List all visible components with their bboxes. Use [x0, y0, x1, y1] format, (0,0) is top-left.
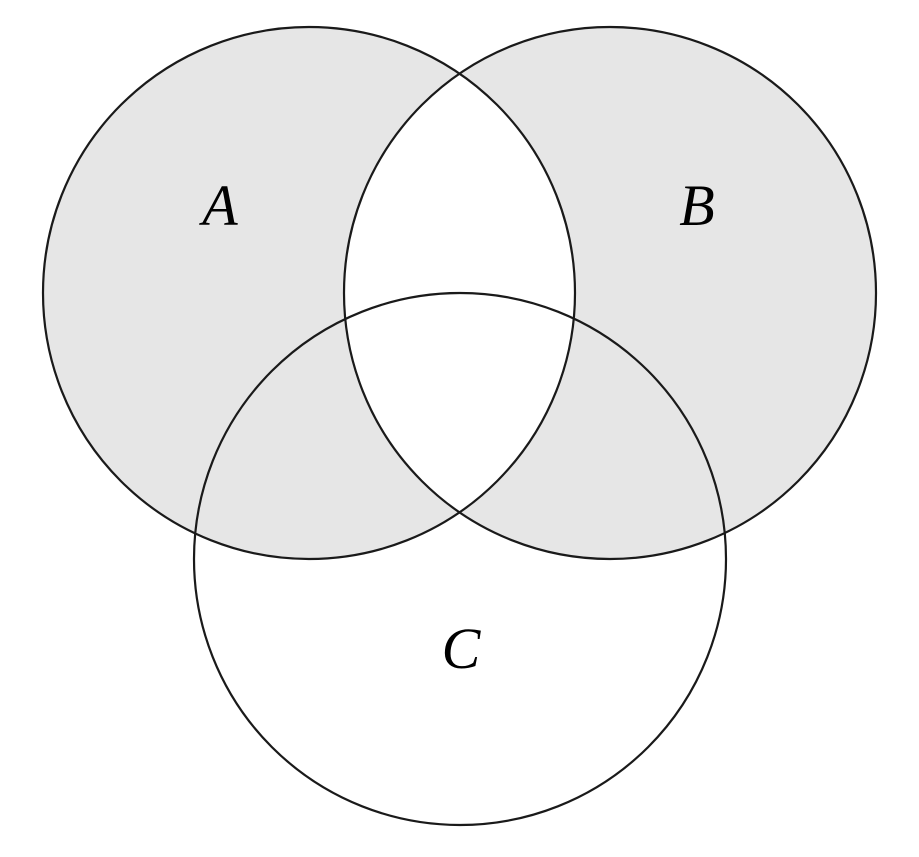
region-b-minus-a: [344, 27, 876, 559]
set-label-b: B: [679, 173, 714, 238]
set-label-a: A: [198, 173, 238, 238]
shaded-fill-set-b: [344, 27, 876, 559]
circle-outline-set-c: [192, 291, 728, 827]
circle-outline-set-b: [342, 25, 878, 561]
set-label-c: C: [442, 616, 482, 681]
circle-outline-set-a: [41, 25, 577, 561]
